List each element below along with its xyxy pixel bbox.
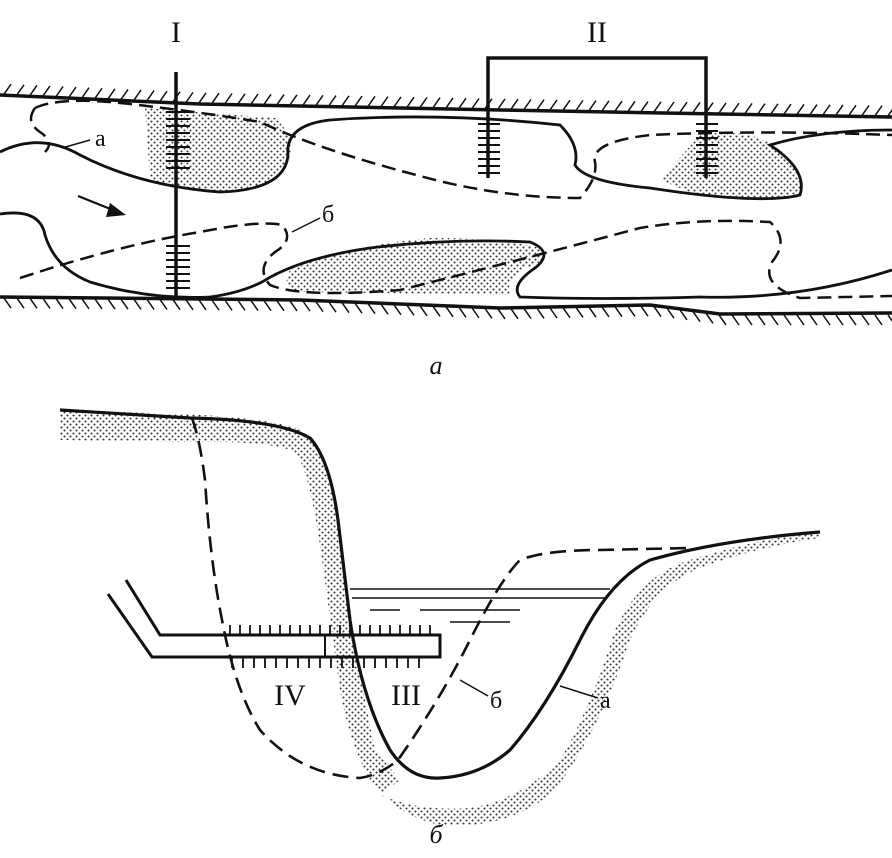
channel-b-section-line	[190, 417, 691, 780]
plan-view-caption: а	[430, 351, 443, 380]
sandbar-upper-right	[660, 132, 802, 200]
channel-a-section-line	[59, 408, 821, 780]
sandbar-upper-left	[145, 108, 291, 192]
flow-arrow-icon	[77, 194, 126, 217]
profile-4-label: IV	[274, 679, 306, 712]
section-channel-a-leader	[559, 685, 599, 699]
channel-a-leader	[61, 139, 91, 149]
profile-3-label: III	[391, 679, 421, 712]
channel-b-left-arc	[29, 107, 51, 153]
profile-1-marker	[166, 72, 190, 296]
bottom-bank-hatching	[3, 297, 892, 326]
channel-a-lower-line	[0, 211, 892, 300]
section-channel-b-label: б	[490, 688, 502, 714]
channel-b-label: б	[322, 202, 334, 228]
channel-a-label: а	[95, 126, 106, 152]
profile-2-marker	[478, 56, 718, 178]
channel-b-leader	[291, 217, 321, 233]
drill-platform	[106, 579, 442, 668]
section-view-caption: б	[429, 820, 443, 849]
top-bank-line	[0, 93, 892, 119]
bottom-bank-line	[0, 295, 892, 316]
left-bank-sand-fill	[60, 410, 820, 826]
profile-1-label: I	[171, 16, 181, 49]
channel-b-upper-line	[34, 99, 892, 200]
top-bank-hatching	[3, 83, 892, 117]
profile-2-label: II	[587, 16, 607, 49]
channel-b-lower-line	[19, 219, 892, 300]
water-level-lines	[350, 588, 610, 623]
section-view: IV III б а б	[59, 408, 821, 849]
section-channel-b-leader	[459, 679, 489, 697]
channel-a-upper-line	[0, 115, 892, 201]
plan-view: I II а б а	[0, 16, 892, 380]
section-channel-a-label: а	[600, 688, 611, 714]
